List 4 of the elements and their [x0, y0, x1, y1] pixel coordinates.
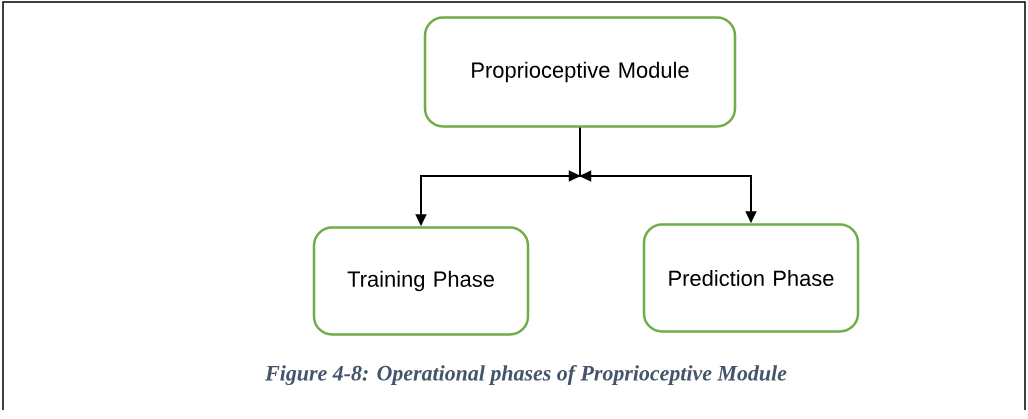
figure-caption: Figure 4-8: Operational phases of Proprioceptive Module: [265, 364, 787, 386]
process-box: Proprioceptive Module: [423, 16, 737, 128]
process-box: Prediction Phase: [642, 223, 860, 333]
process-box: Training Phase: [312, 226, 530, 336]
